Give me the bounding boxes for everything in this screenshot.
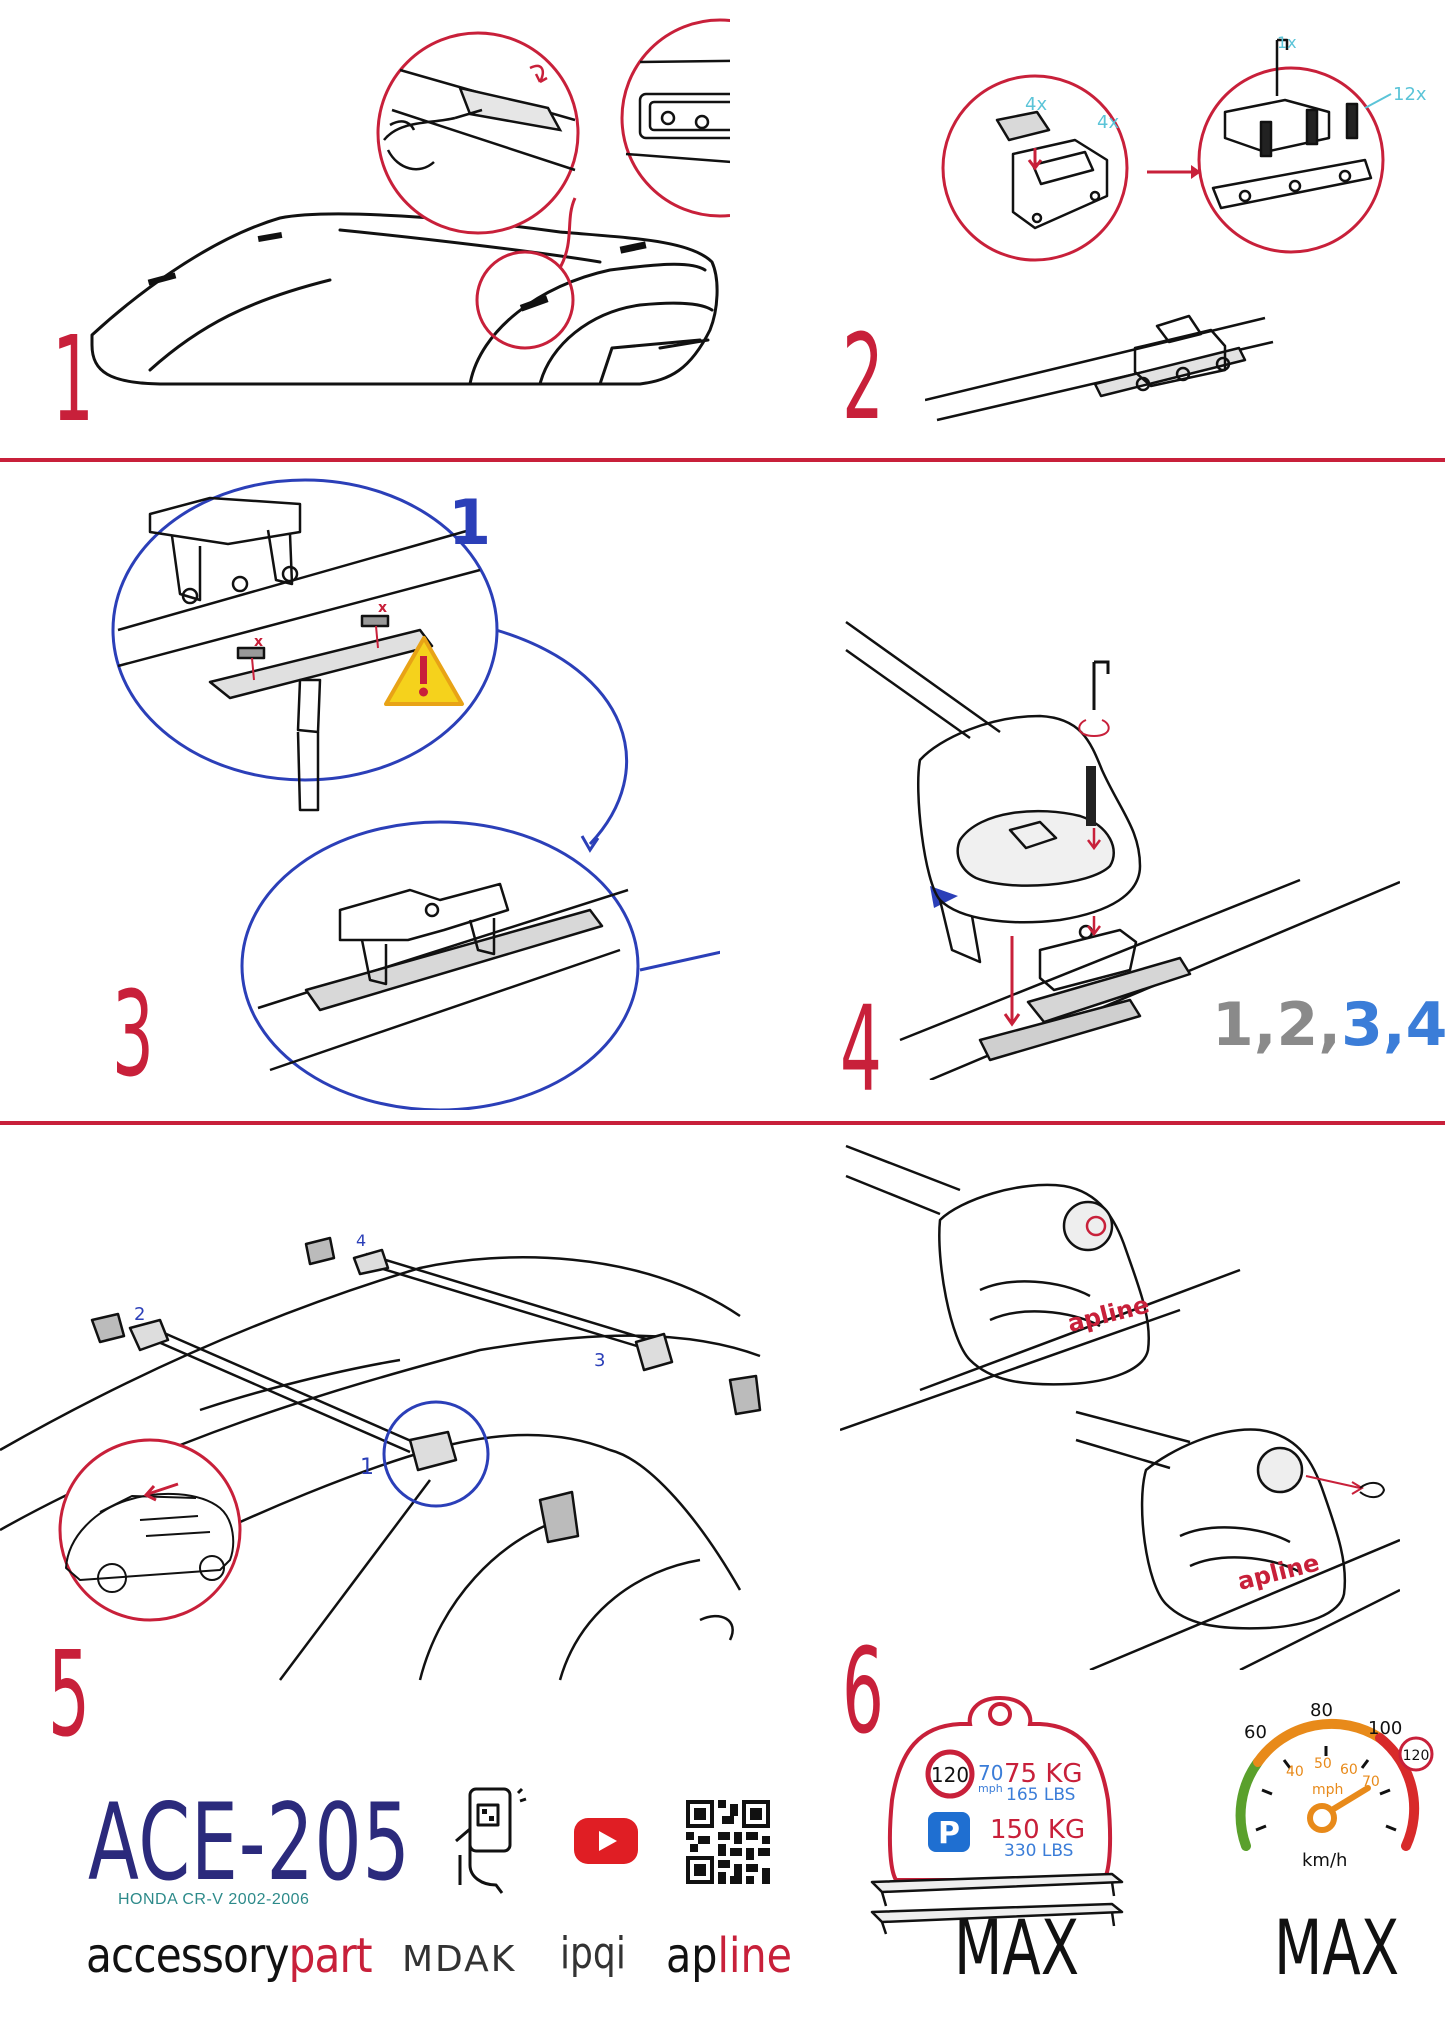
zoom-foot-1 [382,1400,490,1508]
brand-ap-text: ap [666,1928,718,1984]
bolt [1086,766,1096,826]
sequence-part-a: 1,2, [1212,990,1342,1060]
parking-letter: P [938,1816,960,1851]
model-code: ACE-205 [88,1781,411,1904]
zoom-cut-pad [111,478,499,782]
roof-bar-front [139,1332,411,1454]
foot-label-4: 4 [356,1231,366,1250]
step5-illustration: 1 2 3 4 [0,1231,762,1681]
vehicle-model: HONDA CR-V 2002-2006 [118,1891,310,1908]
dynamic-lbs: 165 LBS [1006,1785,1075,1805]
youtube-icon[interactable] [574,1818,638,1864]
foot-label-3: 3 [594,1350,605,1371]
mph-tick-50: 50 [1314,1756,1332,1772]
brand-apline: apline [666,1932,792,1980]
phone-scan-icon [455,1787,527,1894]
kmh-tick-100: 100 [1368,1718,1402,1739]
qr-code[interactable] [686,1800,770,1884]
zoom-highlight-car [475,250,575,350]
load-max-label: MAX [954,1903,1080,1992]
zoom-rail-detail [620,18,730,218]
qty-label-hex: 1x [1277,33,1297,52]
divider-middle [0,1121,1445,1125]
static-kg: 150 KG [990,1815,1085,1845]
speed-limit-120 [1398,1736,1434,1772]
speed-limit-sign [925,1749,975,1799]
step-number-4: 4 [840,980,882,1118]
speedometer-gauge: 60 80 100 40 50 60 70 mph km/h 120 [1235,1700,1434,1871]
sequence-label: 1,2,3,4 [1212,995,1445,1055]
roof-bar-rear [359,1260,651,1352]
zoom-car-inset [58,1438,242,1622]
kmh-tick-60: 60 [1244,1722,1267,1743]
mph-tick-40: 40 [1286,1764,1304,1780]
kmh-unit: km/h [1302,1850,1347,1871]
foot-brand-a: apline [1065,1291,1153,1338]
speed-limit-120-value: 120 [1403,1748,1430,1764]
mph-unit: mph [1312,1782,1343,1798]
step4-illustration [845,620,1400,1080]
qty-label-screws: 12x [1393,84,1427,105]
step-number-2: 2 [842,308,884,446]
arrow-to-install [495,628,628,846]
step3-substep-label: 1 [448,486,492,559]
lock-cylinder-b [1256,1446,1304,1494]
roof-rail-mark [147,272,177,286]
foot-brand-b: apline [1235,1549,1323,1596]
brand-line-text: line [717,1928,793,1984]
brand-mdak: MDAK [402,1939,517,1980]
zoom-bolt-assembly [1197,66,1385,254]
zoom-cover-removal [376,31,580,235]
static-lbs: 330 LBS [1004,1841,1073,1861]
arrow-head-step4 [930,886,958,908]
sequence-part-b: 3,4 [1341,990,1445,1060]
dynamic-kg: 75 KG [1004,1759,1083,1789]
brand-accessory-text: accessory [86,1928,290,1984]
speed-mph-unit: mph [978,1782,1003,1795]
foot-label-2: 2 [134,1304,145,1325]
qty-label-b: 4x [1097,112,1119,133]
speed-max-label: MAX [1274,1903,1400,1992]
qty-label-a: 4x [1025,94,1047,115]
step1-illustration [90,18,730,386]
mph-tick-60: 60 [1340,1762,1358,1778]
foot-label-1: 1 [360,1455,374,1480]
step-number-1: 1 [52,310,94,448]
parking-sign [928,1812,970,1852]
divider-top [0,458,1445,462]
kmh-tick-80: 80 [1310,1700,1333,1721]
speed-limit-value: 120 [931,1763,969,1787]
step2-illustration: 4x 4x 1x 12x [925,33,1427,422]
car-roof-outline [90,212,719,386]
car-roof [0,1256,741,1452]
bars-icon [870,1872,1124,1935]
step3-illustration: x x [111,478,720,1110]
brand-accessorypart: accessorypart [86,1932,373,1980]
brand-ipqi: ipqi [560,1928,626,1979]
warning-icon [384,636,464,706]
step-number-3: 3 [112,965,154,1103]
cut-mark-left: x [254,634,263,650]
cut-mark-right: x [378,600,387,616]
brand-part-text: part [288,1928,373,1984]
step6-illustration: apline apline [840,1144,1400,1670]
speed-kmh: 70 [978,1761,1003,1785]
step-number-6: 6 [842,1622,884,1760]
load-weight-badge: 120 70 mph 75 KG 165 LBS P 150 KG 330 LB… [887,1695,1113,1882]
step-number-5: 5 [48,1625,90,1763]
